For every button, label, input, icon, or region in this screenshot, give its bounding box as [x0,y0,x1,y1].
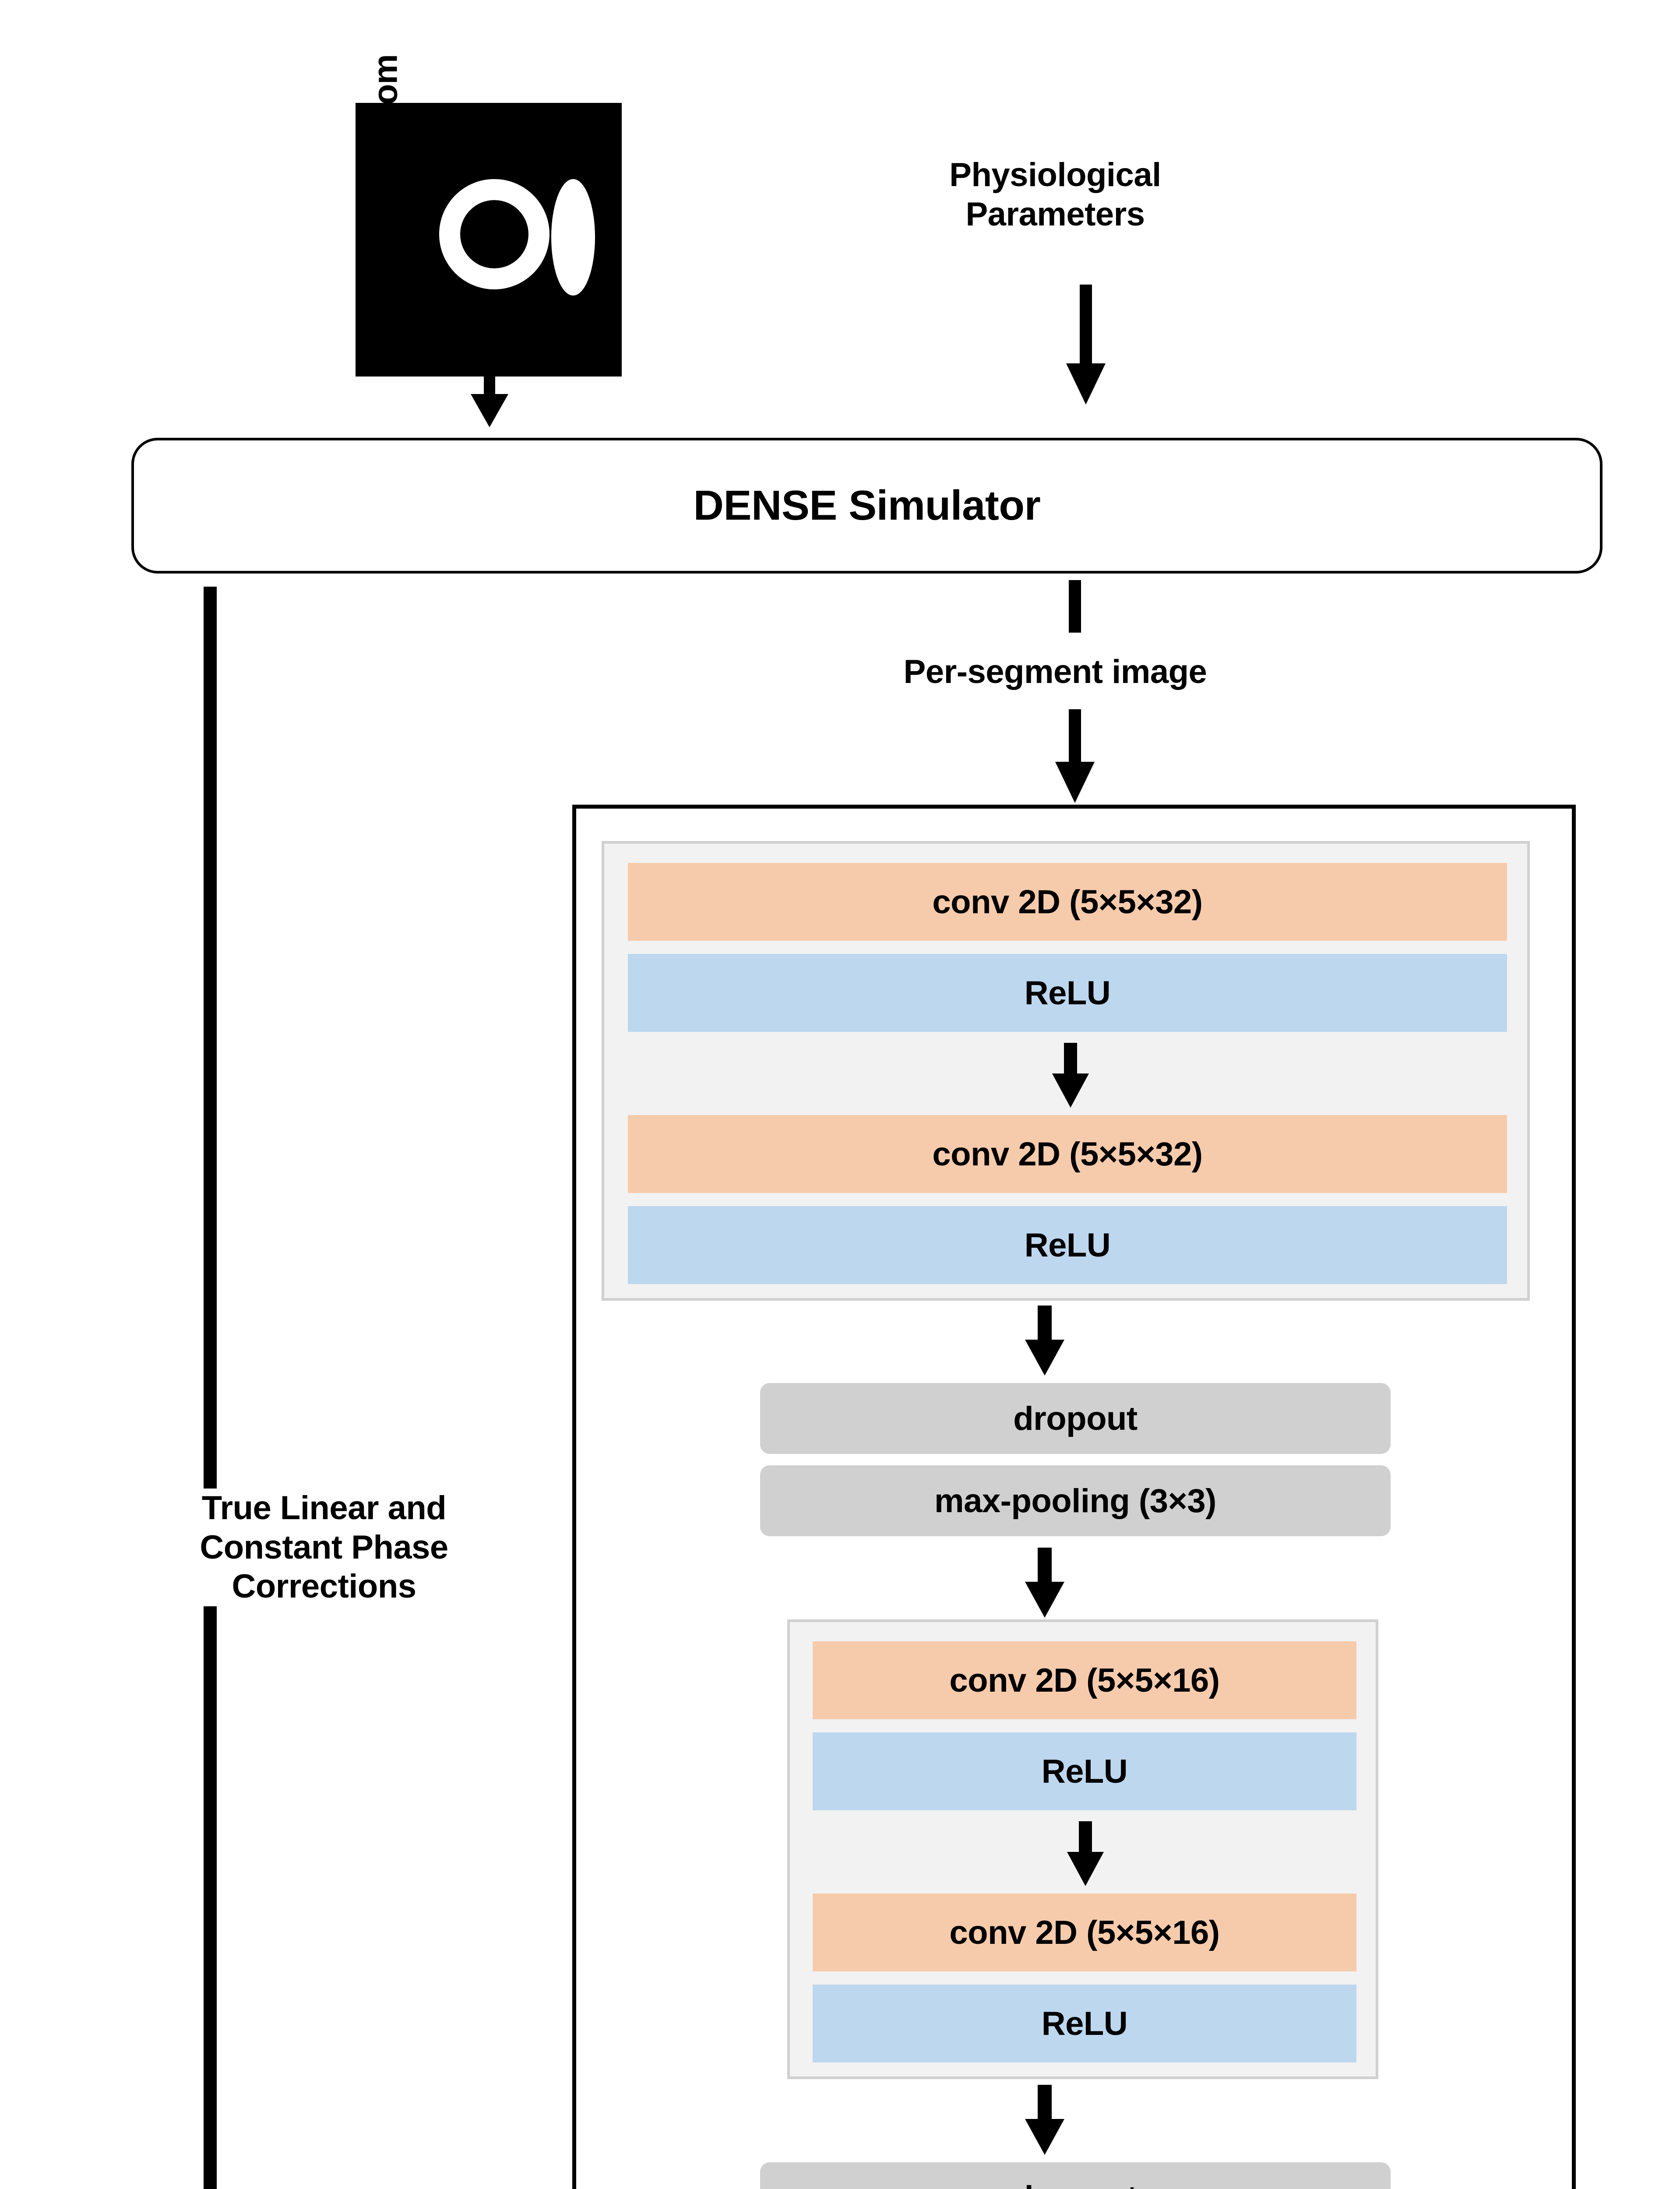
conv-block-1-group: conv 2D (5×5×32) ReLU conv 2D (5×5×32) R… [602,841,1530,1301]
phantom-image [356,103,622,377]
phantom-binary-mask-svg [356,103,622,377]
max-pooling-1[interactable]: max-pooling (3×3) [760,1465,1391,1536]
conv-block-2-group: conv 2D (5×5×16) ReLU conv 2D (5×5×16) R… [787,1619,1378,2079]
cnn-container: conv 2D (5×5×32) ReLU conv 2D (5×5×32) R… [572,805,1576,2189]
conv-block-2-conv-1[interactable]: conv 2D (5×5×16) [813,1641,1356,1719]
arrow-pool-1-to-conv-block-2 [1018,1548,1071,1618]
conv-block-1-conv-2[interactable]: conv 2D (5×5×32) [628,1115,1507,1193]
arrow-conv-block-2-to-dropout-2 [1018,2085,1071,2155]
arrow-parameters-to-simulator [1051,285,1121,416]
dropout-1[interactable]: dropout [760,1383,1391,1454]
arrow-phantom-to-simulator [454,350,525,427]
true-corrections-label: True Linear and Constant Phase Correctio… [105,1489,543,1607]
dense-simulator-label: DENSE Simulator [693,482,1041,529]
conv-block-2-relu-2[interactable]: ReLU [813,1985,1356,2062]
arrow-true-corrections-to-loss [171,587,250,2189]
per-segment-image-label: Per-segment image [903,653,1207,690]
conv-block-1-relu-1[interactable]: ReLU [628,954,1507,1032]
physiological-parameters-label: Physiological Parameters [949,156,1161,233]
arrow-persegment-to-cnn [1040,709,1110,803]
arrow-conv-block-1-internal [1046,1043,1095,1109]
dense-simulator-box[interactable]: DENSE Simulator [131,438,1603,574]
conv-block-2-conv-2[interactable]: conv 2D (5×5×16) [813,1893,1356,1971]
arrow-simulator-to-persegment [1040,580,1110,641]
conv-block-1-conv-1[interactable]: conv 2D (5×5×32) [628,863,1507,941]
conv-block-1-relu-2[interactable]: ReLU [628,1206,1507,1284]
arrow-conv-block-2-internal [1061,1821,1109,1887]
arrow-conv-block-1-to-dropout-1 [1018,1306,1071,1376]
dropout-2[interactable]: dropout [760,2162,1391,2189]
conv-block-2-relu-1[interactable]: ReLU [813,1732,1356,1810]
